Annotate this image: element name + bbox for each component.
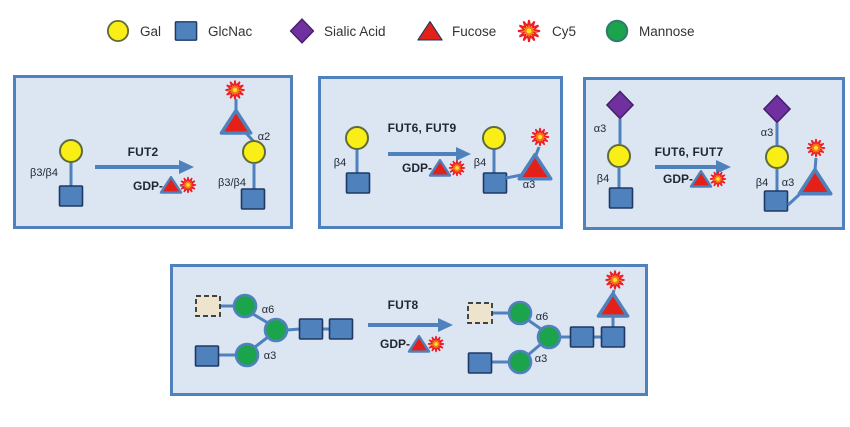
panel-fut2: β3/β4 FUT2 GDP- - α2 β3/β4 [13, 75, 293, 229]
bond-line [534, 146, 541, 156]
substrate-upper-arm-label: α6 [262, 304, 274, 316]
glcnac-icon [569, 326, 595, 348]
gal-icon [482, 126, 506, 150]
reaction-arrow-head [179, 160, 194, 174]
enzyme-label: FUT6, FUT7 [655, 145, 724, 159]
enzyme-label: FUT2 [128, 145, 159, 159]
product-upper-arm-label: α6 [536, 311, 548, 323]
mannose-icon [605, 19, 629, 43]
mannose-icon [232, 293, 258, 319]
glcnac-icon [482, 172, 508, 194]
donor-label: GDP- [663, 172, 693, 186]
bond-line [505, 173, 522, 180]
legend-item-fucose: Fucose [416, 14, 496, 48]
enzyme-label: FUT8 [388, 298, 419, 312]
panel-fut8: α6 α3 FUT8 GDP- - α6 α3 [170, 264, 648, 396]
cy5-icon [517, 19, 541, 43]
panel-fut6-fut9: β4 FUT6, FUT9 GDP- - β4 α3 [318, 76, 563, 229]
mannose-icon [263, 317, 289, 343]
product-sialic-linkage-label: α3 [761, 127, 773, 139]
glcnac-icon [600, 326, 626, 348]
gal-icon [607, 144, 631, 168]
glcnac-icon [194, 345, 220, 367]
sialic-acid-icon [289, 18, 315, 44]
substrate-gal-linkage-label: β4 [597, 173, 609, 185]
fucose-icon [417, 21, 443, 41]
glcnac-icon [345, 172, 371, 194]
bond-line [527, 342, 542, 357]
substrate-sialic-linkage-label: α3 [594, 123, 606, 135]
glcnac-icon [298, 318, 324, 340]
bond-line [252, 312, 269, 325]
fucose-linkage-label: α3 [782, 177, 794, 189]
bond-line [611, 289, 616, 295]
donor-label: GDP- [380, 337, 410, 351]
reaction-arrow-head [456, 147, 471, 161]
legend-item-gal: Gal [104, 14, 161, 48]
glcnac-icon [763, 190, 789, 212]
legend-label-fucose: Fucose [452, 23, 497, 39]
bond-line [254, 335, 269, 349]
legend-item-glcnac: GlcNac [172, 14, 252, 48]
legend: Gal GlcNac Sialic Acid Fucose Cy5 Mannos… [0, 14, 850, 48]
bond-line [527, 318, 542, 331]
dashed-residue-icon [195, 295, 221, 317]
glcnac-icon [328, 318, 354, 340]
substrate-linkage-label: β4 [334, 157, 346, 169]
panel-fut8-frame [170, 264, 648, 396]
mannose-icon [507, 349, 533, 375]
substrate-linkage-label: β3/β4 [30, 167, 58, 179]
product-linkage-label: β3/β4 [218, 177, 246, 189]
fucose-linkage-label: α2 [258, 131, 270, 143]
glcnac-icon [58, 185, 84, 207]
donor-label: GDP- [402, 161, 432, 175]
gal-icon [765, 145, 789, 169]
dashed-residue-icon [467, 302, 493, 324]
legend-label-mannose: Mannose [639, 23, 695, 39]
mannose-icon [234, 342, 260, 368]
legend-item-mannose: Mannose [603, 14, 695, 48]
reaction-arrow-head [716, 160, 731, 174]
gal-icon [59, 139, 83, 163]
legend-item-sialic-acid: Sialic Acid [288, 14, 386, 48]
enzyme-label: FUT6, FUT9 [388, 121, 457, 135]
glcnac-icon [608, 187, 634, 209]
glcnac-icon [174, 21, 198, 41]
donor-label: GDP- [133, 179, 163, 193]
gal-icon [242, 140, 266, 164]
mannose-icon [507, 300, 533, 326]
substrate-lower-arm-label: α3 [264, 350, 276, 362]
legend-label-cy5: Cy5 [552, 23, 577, 39]
panel-fut6-fut7: α3 β4 FUT6, FUT7 GDP- - α3 β4 α3 [583, 77, 845, 230]
gal-icon [345, 126, 369, 150]
legend-label-sialic-acid: Sialic Acid [324, 23, 386, 39]
glcnac-icon [467, 352, 493, 374]
bond-line [813, 157, 818, 171]
product-linkage-label: β4 [474, 157, 486, 169]
product-lower-arm-label: α3 [535, 353, 547, 365]
gal-icon [106, 19, 130, 43]
legend-label-gal: Gal [140, 23, 162, 39]
bond-line [286, 327, 301, 332]
legend-item-cy5: Cy5 [514, 14, 576, 48]
glcnac-icon [240, 188, 266, 210]
reaction-arrow-head [438, 318, 453, 332]
product-gal-linkage-label: β4 [756, 177, 768, 189]
mannose-icon [536, 324, 562, 350]
legend-label-glcnac: GlcNac [208, 23, 253, 39]
fucose-linkage-label: α3 [523, 179, 535, 191]
